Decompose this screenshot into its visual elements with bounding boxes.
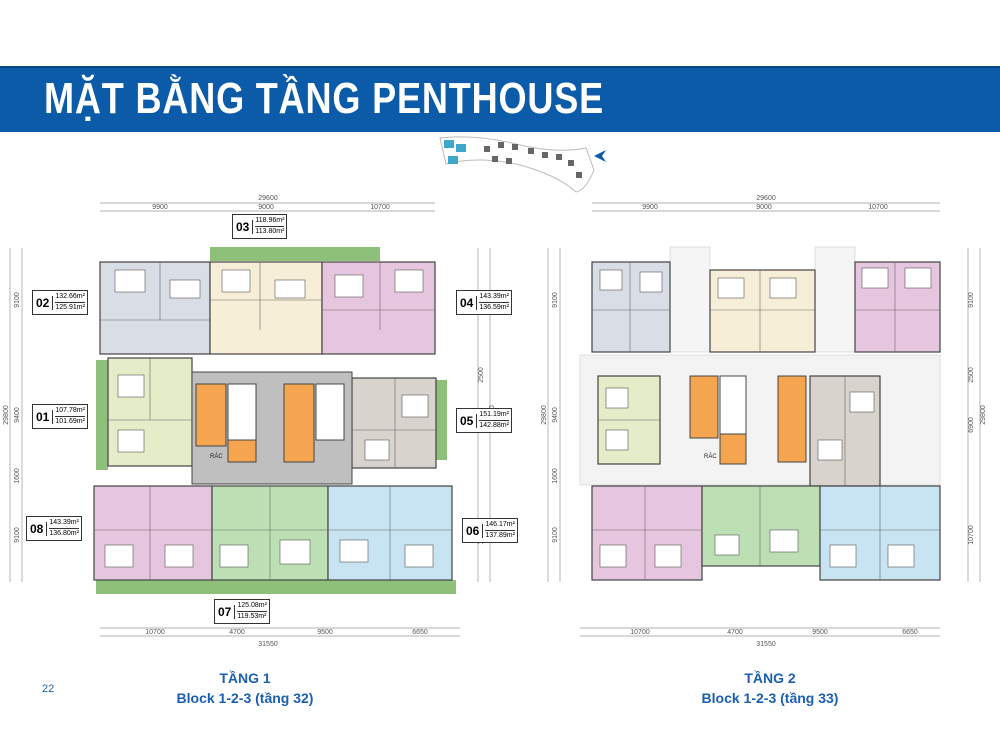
unit-tag-07: 07 125.08m² 119.53m² <box>214 599 270 624</box>
caption-floor-2-subtitle: Block 1-2-3 (tầng 33) <box>701 690 839 706</box>
unit-area-a: 132.66m² <box>55 292 85 303</box>
dim-left-total: 29800 <box>3 405 10 425</box>
unit-number: 01 <box>33 409 54 424</box>
caption-floor-2: TẦNG 2 Block 1-2-3 (tầng 33) <box>690 668 850 708</box>
dim-bottom-3: 9500 <box>812 629 828 636</box>
dim-left-2: 9400 <box>552 407 559 423</box>
unit-area-b: 113.80m² <box>255 228 285 235</box>
unit-area-a: 118.96m² <box>255 216 285 227</box>
unit-number: 02 <box>33 295 54 310</box>
unit-05 <box>351 377 437 469</box>
dim-top-3: 10700 <box>868 204 888 211</box>
dim-bottom-4: 6650 <box>902 629 918 636</box>
dim-bottom-4: 6650 <box>412 629 428 636</box>
dim-left-3: 1600 <box>552 468 559 484</box>
unit-number: 04 <box>457 295 478 310</box>
unit-area-a: 151.19m² <box>479 410 509 421</box>
site-key-plan <box>439 136 606 193</box>
unit-tag-01: 01 107.78m² 101.69m² <box>32 404 88 429</box>
north-arrow-icon <box>594 150 606 162</box>
page-number: 22 <box>42 683 55 695</box>
unit-area-b: 136.80m² <box>49 530 79 537</box>
caption-floor-2-title: TẦNG 2 <box>744 670 796 686</box>
dim-bottom-2: 4700 <box>229 629 245 636</box>
dim-right-2: 2500 <box>478 367 485 383</box>
unit-number: 05 <box>457 413 478 428</box>
dim-top-1: 9900 <box>152 204 168 211</box>
dim-bottom-2: 4700 <box>727 629 743 636</box>
dim-top-total: 29600 <box>756 195 776 202</box>
unit-area-b: 125.91m² <box>55 304 85 311</box>
dim-bottom-3: 9500 <box>317 629 333 636</box>
dim-top-total: 29600 <box>258 195 278 202</box>
unit-number: 03 <box>233 219 254 234</box>
dim-top-2: 9000 <box>258 204 274 211</box>
dim-left-2: 9400 <box>14 407 21 423</box>
unit-area-a: 143.39m² <box>479 292 509 303</box>
dim-top-2: 9000 <box>756 204 772 211</box>
dim-right-4: 10700 <box>968 525 975 545</box>
unit-number: 07 <box>215 604 236 619</box>
unit-area-b: 119.53m² <box>237 613 267 620</box>
floor-plan-1: 29600 9900 9000 10700 10700 4700 9500 66… <box>3 195 496 648</box>
dim-right-total: 29800 <box>980 405 987 425</box>
unit-tag-05: 05 151.19m² 142.88m² <box>456 408 512 433</box>
rac-label: RÁC <box>704 453 717 460</box>
unit-tag-04: 04 143.39m² 136.59m² <box>456 290 512 315</box>
stair-left <box>195 383 227 447</box>
dim-top-3: 10700 <box>370 204 390 211</box>
unit-area-a: 125.08m² <box>237 601 267 612</box>
rac-label: RÁC <box>210 453 223 460</box>
dim-bottom-1: 10700 <box>630 629 650 636</box>
unit-tag-03: 03 118.96m² 113.80m² <box>232 214 288 239</box>
dim-left-4: 9100 <box>14 527 21 543</box>
dim-left-total: 29800 <box>541 405 548 425</box>
page-title: MẶT BẰNG TẦNG PENTHOUSE <box>44 74 605 123</box>
dim-right-1: 9100 <box>968 292 975 308</box>
unit-area-a: 107.78m² <box>55 406 85 417</box>
dim-bottom-total: 31550 <box>258 641 278 648</box>
dim-left-3: 1600 <box>14 468 21 484</box>
dim-right-3: 6900 <box>968 417 975 433</box>
unit-number: 08 <box>27 521 48 536</box>
unit-tag-08: 08 143.39m² 136.80m² <box>26 516 82 541</box>
dim-left-1: 9100 <box>552 292 559 308</box>
caption-floor-1-subtitle: Block 1-2-3 (tầng 32) <box>176 690 314 706</box>
floor-plan-2: 29600 9900 9000 10700 10700 4700 9500 66… <box>541 195 987 648</box>
dim-left-1: 9100 <box>14 292 21 308</box>
unit-tag-02: 02 132.66m² 125.91m² <box>32 290 88 315</box>
unit-area-a: 146.17m² <box>485 520 515 531</box>
unit-area-b: 137.89m² <box>485 532 515 539</box>
header-bar: MẶT BẰNG TẦNG PENTHOUSE <box>0 66 1000 132</box>
dim-bottom-total: 31550 <box>756 641 776 648</box>
unit-tag-06: 06 146.17m² 137.89m² <box>462 518 518 543</box>
unit-number: 06 <box>463 523 484 538</box>
unit-area-a: 143.39m² <box>49 518 79 529</box>
dim-top-1: 9900 <box>642 204 658 211</box>
caption-floor-1-title: TẦNG 1 <box>219 670 271 686</box>
dim-bottom-1: 10700 <box>145 629 165 636</box>
unit-area-b: 142.88m² <box>479 422 509 429</box>
dim-right-2: 2500 <box>968 367 975 383</box>
caption-floor-1: TẦNG 1 Block 1-2-3 (tầng 32) <box>170 668 320 708</box>
unit-area-b: 136.59m² <box>479 304 509 311</box>
stair-right <box>283 383 315 463</box>
unit-area-b: 101.69m² <box>55 418 85 425</box>
dim-left-4: 9100 <box>552 527 559 543</box>
